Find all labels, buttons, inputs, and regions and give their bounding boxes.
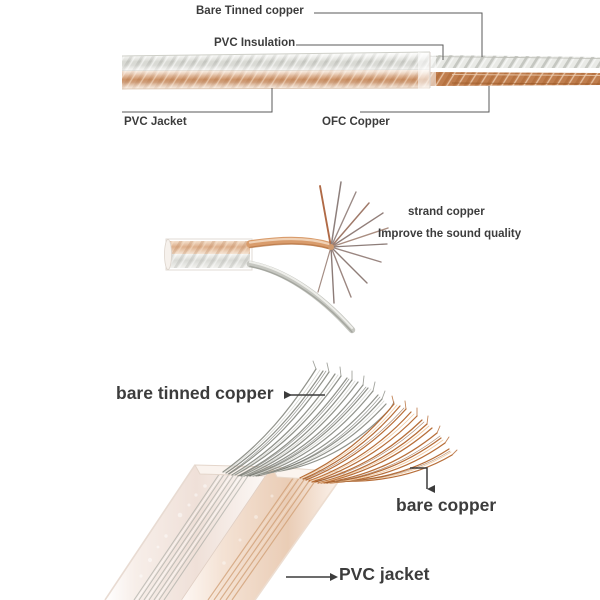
arrow-bare-copper [410,467,435,493]
label-bare-copper: bare copper [396,495,497,515]
bottom-pointers [284,391,435,581]
label-strand-copper: strand copper [408,206,485,218]
top-cable-lower-lead [121,70,600,90]
label-pvc-insulation: PVC Insulation [214,37,296,49]
top-cable-jacket-cut-edge [418,52,436,89]
label-pvc-jacket-top: PVC Jacket [124,116,187,128]
middle-fanned-strands [317,181,389,304]
top-cable-upper-lead [121,51,600,72]
bottom-cable-lower-lead [182,466,346,600]
label-bare-tinned-copper-bottom: bare tinned copper [116,383,274,403]
top-leader-lines [122,12,490,113]
bare-copper-bundle [299,395,458,484]
label-ofc-copper: OFC Copper [322,116,390,128]
middle-tinned-lead [246,260,356,334]
label-bare-tinned-copper-top: Bare Tinned copper [196,5,304,17]
middle-copper-lead [246,236,335,250]
label-pvc-jacket-bottom: PVC jacket [339,564,430,584]
bare-tinned-copper-bundle [222,360,395,477]
middle-cable-jacket [164,238,253,271]
label-improve-sound-quality: Improve the sound quality [378,228,522,240]
